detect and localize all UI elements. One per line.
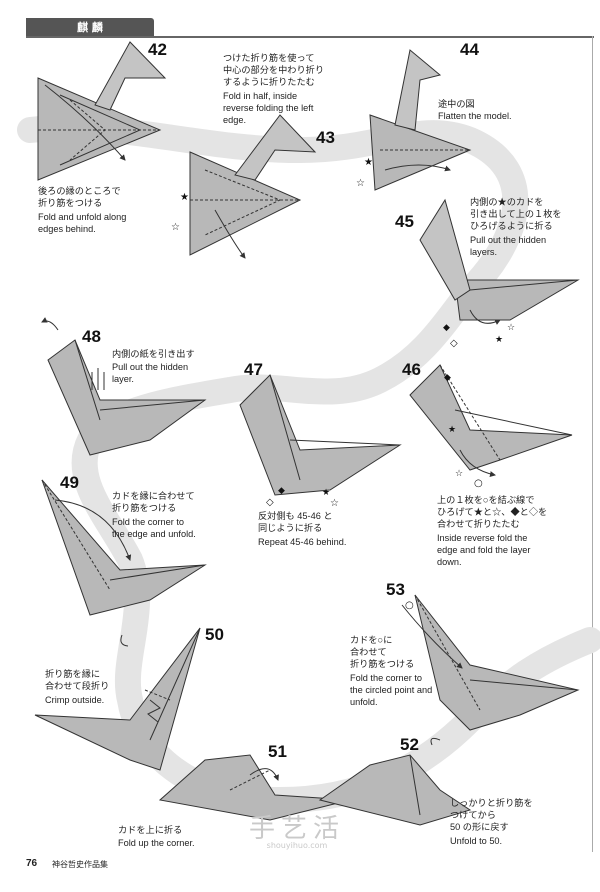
watermark-main: 手艺活 (248, 814, 345, 844)
svg-text:★: ★ (364, 157, 373, 168)
step-number-44: 44 (460, 40, 479, 59)
step-caption-en-44: Flatten the model. (438, 111, 512, 121)
step-number-48: 48 (82, 327, 101, 346)
step-caption-ja-42: 後ろの縁のところで 折り筋をつける (38, 186, 121, 208)
svg-text:☆: ☆ (507, 323, 515, 333)
page-edge (592, 36, 593, 852)
step-caption-en-51: Fold up the corner. (118, 838, 195, 848)
svg-text:◆: ◆ (444, 373, 451, 383)
svg-text:◇: ◇ (450, 338, 458, 349)
svg-text:○: ○ (474, 478, 483, 489)
svg-text:☆: ☆ (330, 498, 339, 509)
step-49-diagram (41, 479, 207, 616)
step-47-diagram: ◇ ◆ ★ ☆ (239, 374, 402, 509)
step-caption-ja-49: カドを縁に合わせて 折り筋をつける (112, 491, 195, 513)
step-caption-en-49: Fold the corner to the edge and unfold. (112, 517, 196, 539)
step-caption-en-45: Pull out the hidden layers. (470, 235, 547, 257)
step-number-50: 50 (205, 625, 224, 644)
svg-text:★: ★ (495, 335, 503, 345)
step-number-47: 47 (244, 360, 263, 379)
svg-text:★: ★ (180, 192, 189, 203)
step-caption-ja-51: カドを上に折る (118, 825, 183, 835)
step-number-51: 51 (268, 742, 287, 761)
svg-text:☆: ☆ (356, 178, 365, 189)
step-caption-en-42: Fold and unfold along edges behind. (38, 212, 127, 234)
site-watermark: 手艺活 shouyihuo.com (232, 808, 362, 852)
step-number-53: 53 (386, 580, 405, 599)
step-number-43: 43 (316, 128, 335, 147)
book-title: 神谷哲史作品集 (52, 860, 108, 869)
step-45-diagram: ◆ ◇ ★ ☆ (419, 198, 580, 349)
svg-text:☆: ☆ (455, 469, 463, 479)
svg-text:◆: ◆ (278, 486, 285, 496)
step-caption-ja-52: しっかりと折り筋を つけてから 50 の形に戻す (450, 798, 533, 832)
step-caption-en-46: Inside reverse fold the edge and fold th… (437, 533, 531, 567)
step-caption-ja-45: 内側の★のカドを 引き出して上の１枚を ひろげるように折る (470, 197, 562, 231)
step-48-diagram (41, 317, 207, 456)
svg-text:★: ★ (322, 488, 330, 498)
step-42-diagram (37, 41, 167, 181)
step-caption-ja-48: 内側の紙を引き出す (112, 349, 195, 359)
step-caption-ja-47: 反対側も 45-46 と 同じように折る (258, 511, 333, 533)
step-caption-ja-43: つけた折り筋を使って 中心の部分を中わり折り するように折りたたむ (223, 53, 325, 87)
watermark-sub: shouyihuo.com (266, 841, 328, 850)
step-53-diagram: ○ (401, 594, 580, 731)
svg-text:◆: ◆ (443, 323, 450, 333)
step-number-42: 42 (148, 40, 167, 59)
svg-text:★: ★ (448, 425, 456, 435)
chapter-tab: 麒 麟 (26, 18, 154, 36)
step-number-45: 45 (395, 212, 414, 231)
step-caption-en-47: Repeat 45-46 behind. (258, 537, 347, 547)
step-46-diagram: ◆ ★ ☆ ○ (409, 364, 573, 489)
step-caption-en-43: Fold in half, inside reverse folding the… (223, 91, 314, 125)
header-rule (26, 36, 594, 38)
page-number: 76 (26, 858, 38, 869)
step-caption-en-52: Unfold to 50. (450, 836, 503, 846)
step-caption-ja-53: カドを○に 合わせて 折り筋をつける (350, 635, 415, 669)
step-number-46: 46 (402, 360, 421, 379)
step-44-diagram: ★ ☆ (356, 49, 472, 191)
step-caption-en-50: Crimp outside. (45, 695, 105, 705)
svg-text:○: ○ (405, 600, 414, 611)
step-50-diagram (34, 627, 201, 771)
step-43-diagram: ★ ☆ (171, 114, 317, 259)
step-caption-ja-46: 上の１枚を○を結ぶ線で ひろげて★と☆、◆と◇を 合わせて折りたたむ (437, 495, 548, 529)
step-caption-ja-50: 折り筋を縁に 合わせて段折り (45, 669, 110, 691)
step-52-diagram (318, 737, 472, 826)
step-number-49: 49 (60, 473, 79, 492)
step-caption-en-53: Fold the corner to the circled point and… (350, 673, 433, 707)
svg-text:◇: ◇ (266, 497, 274, 508)
step-number-52: 52 (400, 735, 419, 754)
step-caption-ja-44: 途中の図 (438, 99, 475, 109)
svg-text:☆: ☆ (171, 222, 180, 233)
step-caption-en-48: Pull out the hidden layer. (112, 362, 189, 384)
